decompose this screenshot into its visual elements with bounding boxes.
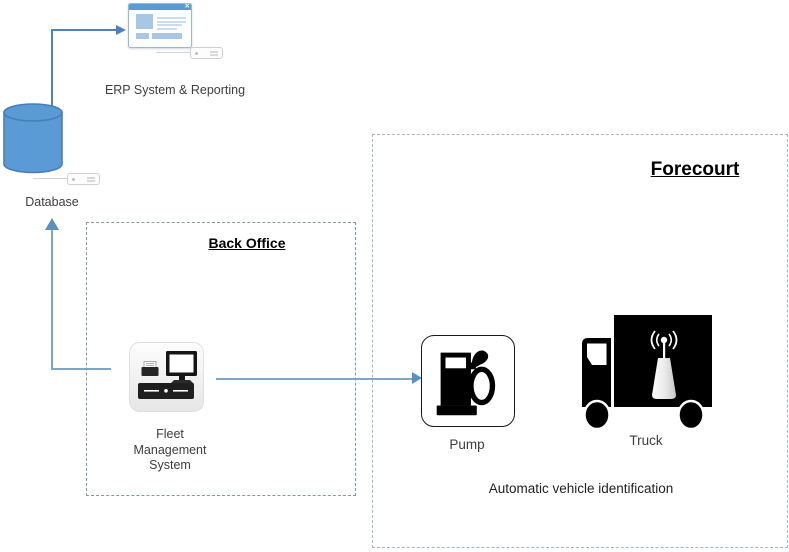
window-button-placeholder [152, 33, 182, 39]
window-text-line [157, 27, 177, 30]
forecourt-caption: Automatic vehicle identification [488, 481, 674, 496]
dongle-lead-line [33, 178, 68, 179]
window-image-placeholder [136, 14, 153, 29]
arrowhead-right-icon [412, 372, 422, 384]
dongle-lead-line [156, 52, 191, 53]
forecourt-title: Forecourt [650, 159, 740, 180]
connector-database-erp-vertical [51, 30, 53, 108]
window-text-line [157, 24, 182, 26]
window-button-placeholder [136, 33, 149, 39]
dongle-dot [195, 51, 198, 55]
connector-database-erp-horizontal [51, 29, 116, 31]
fleet-node-label: Fleet Management System [100, 427, 240, 474]
window-text-line [157, 20, 186, 23]
pump-node-label: Pump [449, 437, 485, 452]
forecourt-zone: Forecourt Automatic vehicle identificati… [372, 134, 788, 548]
connector-fleet-database-horizontal [51, 368, 111, 370]
truck-node-label: Truck [629, 433, 663, 448]
dongle-icon [67, 173, 100, 185]
browser-window-icon: ✕ [128, 3, 192, 48]
erp-node-label: ERP System & Reporting [104, 83, 246, 97]
pump-node-frame [421, 335, 515, 427]
pos-terminal-icon [129, 342, 204, 412]
dongle-icon [190, 47, 223, 59]
close-icon: ✕ [184, 3, 190, 10]
database-node-label: Database [25, 195, 79, 209]
connector-fleet-database-vertical [51, 229, 53, 369]
fuel-pump-icon [436, 350, 496, 416]
fleet-label-line3: System [149, 458, 191, 472]
dongle-dot [72, 177, 75, 181]
window-text-line [157, 17, 186, 19]
arrowhead-right-icon [116, 25, 126, 35]
back-office-zone: Back Office [86, 222, 356, 496]
dongle-lines [210, 51, 218, 53]
fleet-label-line1: Fleet [156, 427, 184, 441]
back-office-title: Back Office [208, 235, 286, 251]
dongle-lines [87, 177, 95, 179]
database-cylinder-icon [3, 103, 63, 174]
window-titlebar: ✕ [129, 3, 191, 10]
arrowhead-up-icon [45, 218, 59, 230]
fleet-label-line2: Management [133, 442, 207, 457]
connector-fleet-pump [216, 378, 413, 380]
truck-antenna-icon [582, 315, 712, 431]
